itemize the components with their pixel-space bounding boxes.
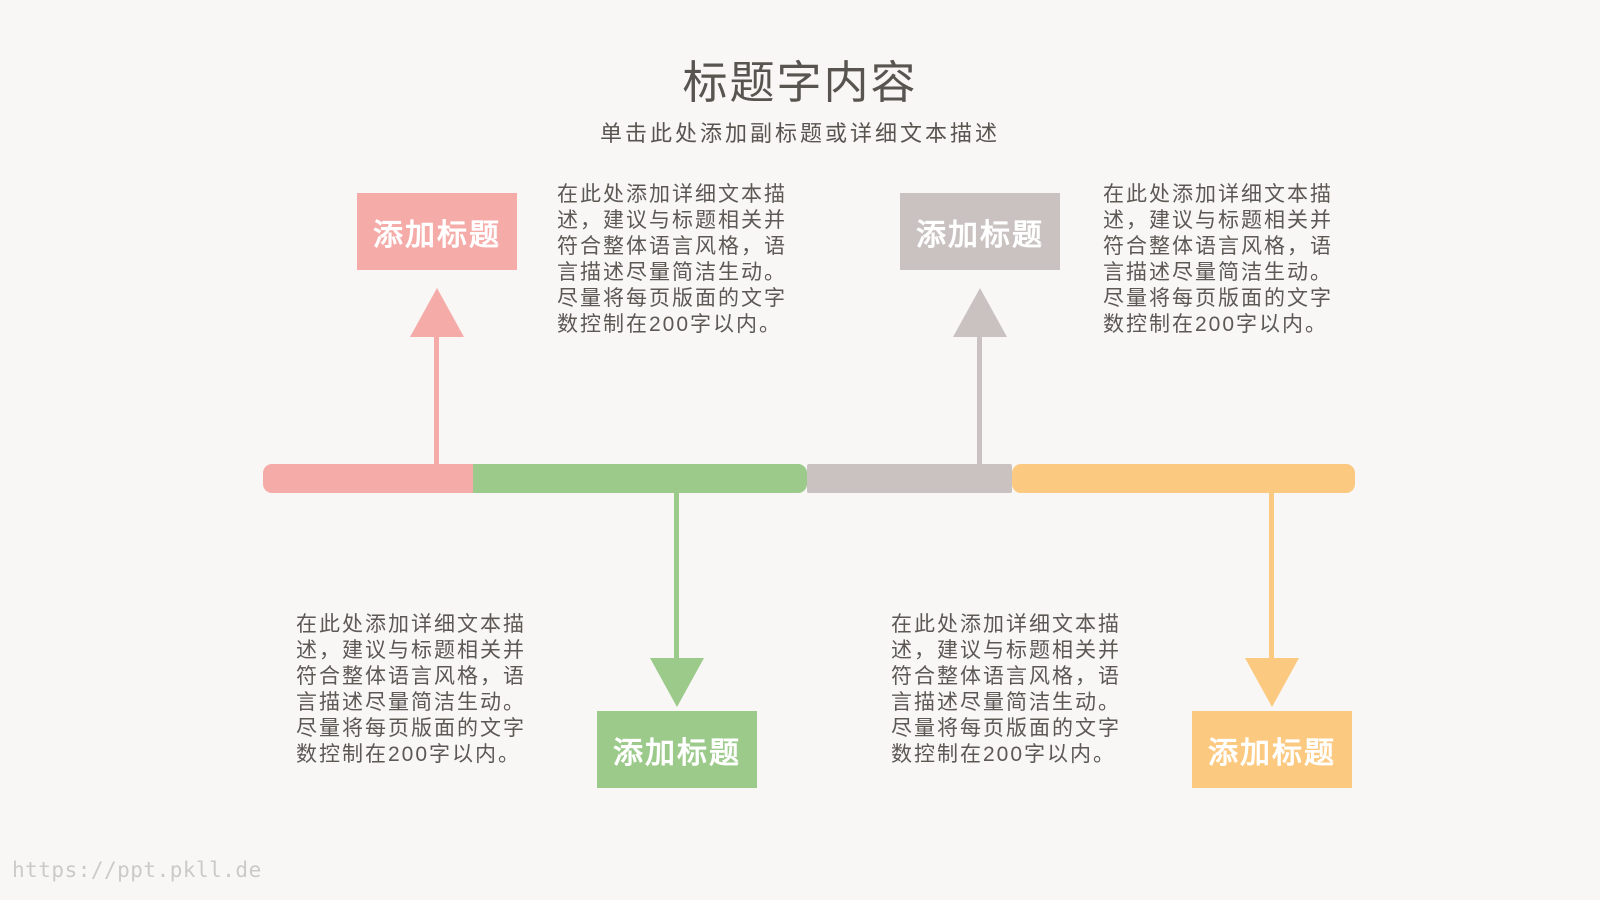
item-3-title-box[interactable]: 添加标题 bbox=[900, 193, 1060, 270]
timeline-segment-2 bbox=[473, 464, 807, 493]
item-1-title-box[interactable]: 添加标题 bbox=[357, 193, 517, 270]
timeline-segment-1 bbox=[263, 464, 473, 493]
page-title[interactable]: 标题字内容 bbox=[682, 57, 918, 108]
timeline-bar bbox=[263, 464, 1355, 493]
item-4-title-box[interactable]: 添加标题 bbox=[1192, 711, 1352, 788]
watermark: https://ppt.pkll.de bbox=[12, 858, 262, 882]
item-3-arrow-line bbox=[977, 332, 982, 466]
item-3-description[interactable]: 在此处添加详细文本描 述，建议与标题相关并 符合整体语言风格，语 言描述尽量简洁… bbox=[1103, 183, 1333, 336]
item-4-description[interactable]: 在此处添加详细文本描 述，建议与标题相关并 符合整体语言风格，语 言描述尽量简洁… bbox=[891, 613, 1121, 766]
timeline-segment-4 bbox=[1012, 464, 1355, 493]
page-subtitle[interactable]: 单击此处添加副标题或详细文本描述 bbox=[599, 121, 1000, 146]
item-2-arrow-down-icon bbox=[650, 658, 704, 707]
item-3-arrow-up-icon bbox=[953, 288, 1007, 337]
item-2-description[interactable]: 在此处添加详细文本描 述，建议与标题相关并 符合整体语言风格，语 言描述尽量简洁… bbox=[296, 613, 526, 766]
item-4-arrow-line bbox=[1269, 490, 1274, 662]
item-2-arrow-line bbox=[674, 490, 679, 662]
item-1-arrow-line bbox=[434, 332, 439, 466]
item-2-title-box[interactable]: 添加标题 bbox=[597, 711, 757, 788]
item-4-arrow-down-icon bbox=[1245, 658, 1299, 707]
timeline-segment-3 bbox=[807, 464, 1012, 493]
item-1-description[interactable]: 在此处添加详细文本描 述，建议与标题相关并 符合整体语言风格，语 言描述尽量简洁… bbox=[557, 183, 787, 336]
item-1-arrow-up-icon bbox=[410, 288, 464, 337]
